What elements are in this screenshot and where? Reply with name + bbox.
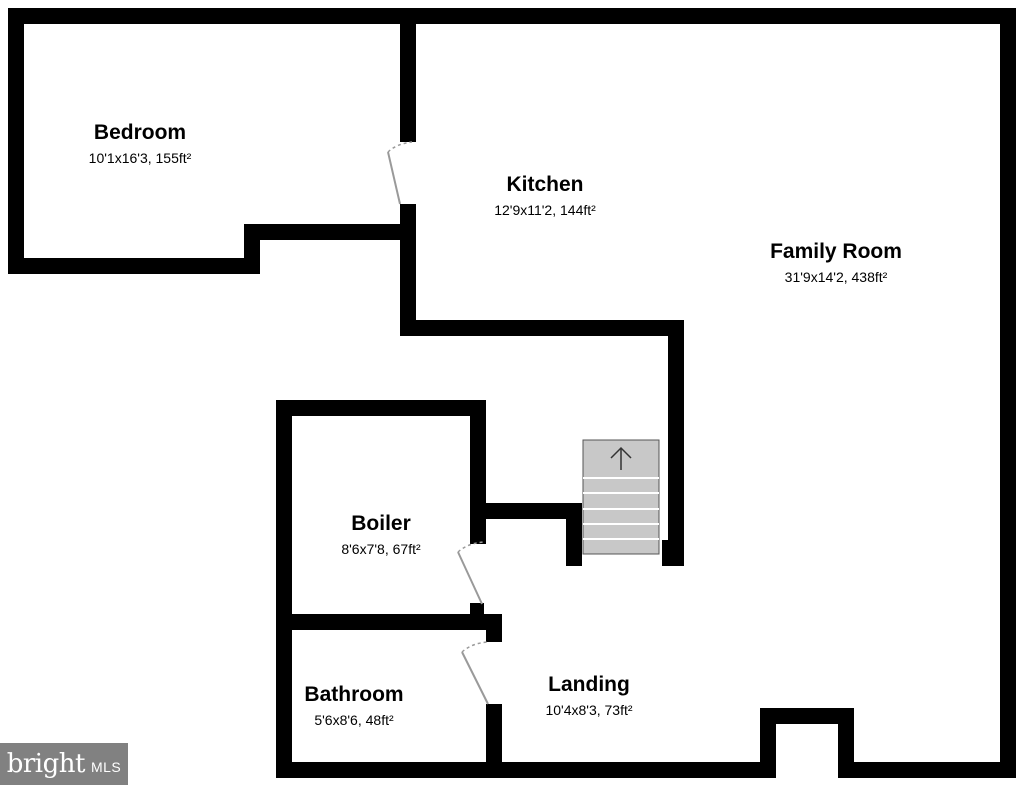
room-name: Kitchen: [506, 173, 584, 196]
wall-kitchen-west-lower: [400, 204, 416, 336]
room-label-kitchen: Kitchen 12'9x11'2, 144ft²: [494, 173, 596, 219]
room-label-bedroom: Bedroom 10'1x16'3, 155ft²: [89, 121, 192, 167]
wall-boiler-stair-connector: [470, 503, 582, 519]
door-bathroom: [461, 651, 489, 705]
room-dims: 10'1x16'3, 155ft²: [88, 150, 192, 166]
room-dims: 10'4x8'3, 73ft²: [545, 702, 633, 718]
wall-kitchen-bottom: [400, 320, 684, 336]
room-name: Landing: [548, 673, 630, 696]
wall-stair-west: [566, 503, 582, 566]
wall-bedroom-notch-horizontal: [244, 224, 416, 240]
doors: [387, 141, 489, 705]
walls: [8, 8, 1016, 778]
bright-mls-watermark: bright MLS: [0, 743, 128, 785]
door-boiler: [457, 551, 483, 605]
wall-outer-bottom-left: [276, 762, 776, 778]
room-label-bathroom: Bathroom 5'6x8'6, 48ft²: [304, 683, 403, 729]
wall-bathroom-door-jamb-top: [486, 614, 502, 642]
room-label-boiler: Boiler 8'6x7'8, 67ft²: [341, 512, 420, 558]
wall-bump-right: [838, 708, 854, 778]
room-dims: 8'6x7'8, 67ft²: [341, 541, 421, 557]
room-name: Bedroom: [93, 121, 187, 144]
room-dims: 31'9x14'2, 438ft²: [784, 269, 888, 285]
wall-outer-top: [400, 8, 1016, 24]
arrow-up-icon: [610, 446, 632, 470]
watermark-suffix: MLS: [90, 759, 122, 775]
wall-stair-east: [668, 320, 684, 566]
wall-boiler-left: [276, 400, 292, 778]
wall-bump-left: [760, 708, 776, 778]
wall-bathroom-right-lower: [486, 704, 502, 778]
wall-bedroom-bottom: [8, 258, 260, 274]
room-name: Family Room: [770, 240, 902, 263]
room-dims: 12'9x11'2, 144ft²: [494, 202, 596, 218]
door-bedroom-kitchen: [387, 151, 401, 205]
wall-bedroom-left: [8, 8, 24, 274]
stairs: [582, 439, 660, 555]
wall-stair-east-foot: [662, 540, 684, 566]
wall-outer-right: [1000, 8, 1016, 778]
room-name: Boiler: [351, 512, 411, 535]
room-name: Bathroom: [304, 683, 404, 706]
wall-boiler-door-jamb: [470, 603, 484, 617]
door-swing-boiler: [457, 541, 485, 553]
wall-outer-bottom-right: [838, 762, 1016, 778]
room-label-family-room: Family Room 31'9x14'2, 438ft²: [770, 240, 902, 286]
watermark-brand: bright: [6, 749, 86, 779]
wall-boiler-right-upper: [470, 400, 486, 544]
door-swing-bedroom-kitchen: [387, 141, 413, 153]
wall-kitchen-west-upper: [400, 8, 416, 142]
wall-bedroom-top: [8, 8, 408, 24]
room-label-landing: Landing 10'4x8'3, 73ft²: [545, 673, 632, 719]
door-swing-bathroom: [461, 641, 489, 653]
wall-boiler-top: [276, 400, 486, 416]
wall-boiler-bathroom: [276, 614, 500, 630]
wall-bump-top: [760, 708, 854, 724]
room-dims: 5'6x8'6, 48ft²: [314, 712, 394, 728]
